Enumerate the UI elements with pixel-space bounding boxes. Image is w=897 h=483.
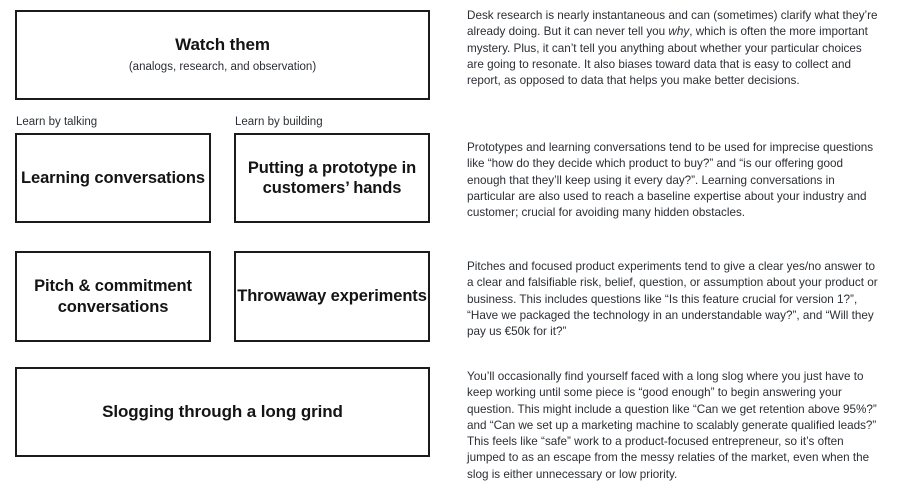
box-title: Pitch & commitment conversations [34,277,192,316]
box-title: Learning conversations [21,168,205,187]
column-caption-learn-by-talking: Learn by talking [16,116,98,128]
diagram-box-throwaway-experiments: Throwaway experiments [234,251,430,342]
note-paragraph-watch-them: Desk research is nearly instantaneous an… [467,9,878,88]
box-title: Watch them [175,35,270,55]
box-title: Slogging through a long grind [102,401,343,421]
diagram-box-pitch-and-commitment: Pitch & commitment conversations [15,251,211,342]
column-caption-learn-by-building: Learn by building [235,116,323,128]
diagram-box-watch-them: Watch them (analogs, research, and obser… [15,10,430,100]
note-paragraph-conversations: Prototypes and learning conversations te… [467,141,874,220]
diagram-box-learning-conversations: Learning conversations [15,133,211,223]
note-paragraph-slog: You’ll occasionally find yourself faced … [467,370,877,481]
diagram-box-slogging-through-a-long-grind: Slogging through a long grind [15,367,430,457]
box-title: Putting a prototype in customers’ hands [247,158,417,197]
box-title: Throwaway experiments [237,287,427,306]
note-paragraph-pitches: Pitches and focused product experiments … [467,260,878,339]
diagram-box-putting-a-prototype: Putting a prototype in customers’ hands [234,133,430,223]
box-subtitle: (analogs, research, and observation) [128,60,317,73]
